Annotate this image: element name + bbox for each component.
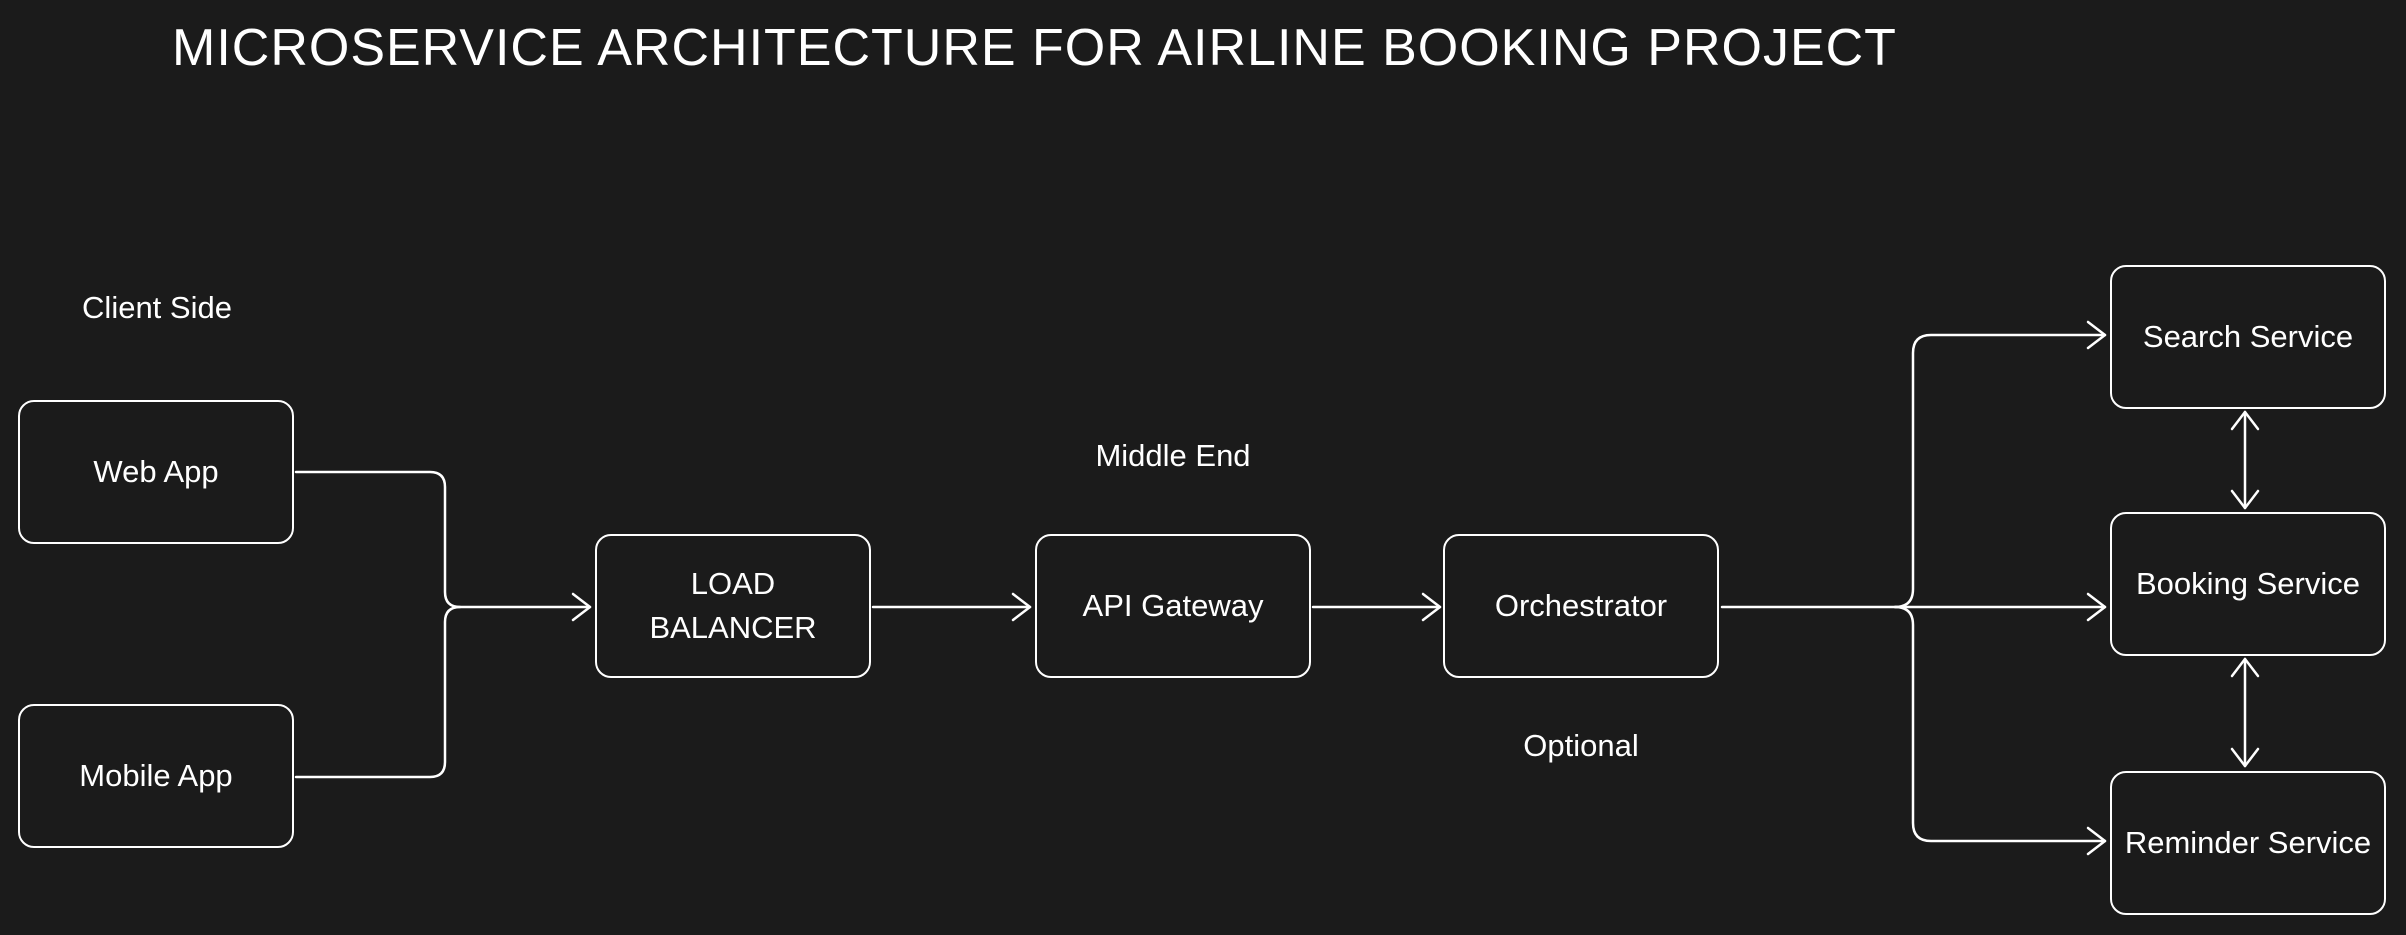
api-gateway-node: API Gateway: [1035, 534, 1311, 678]
arrowhead-booking-service: [2086, 592, 2107, 622]
load-balancer-label-line2: BALANCER: [649, 610, 817, 645]
reminder-service-node: Reminder Service: [2110, 771, 2386, 915]
search-service-node: Search Service: [2110, 265, 2386, 409]
arrowhead-booking-down: [2230, 489, 2260, 510]
web-app-label: Web App: [93, 454, 219, 489]
arrowhead-booking-up: [2230, 657, 2260, 678]
diagram-title: MICROSERVICE ARCHITECTURE FOR AIRLINE BO…: [172, 19, 1897, 77]
web-app-node: Web App: [18, 400, 294, 544]
reminder-service-label: Reminder Service: [2124, 825, 2372, 860]
orchestrator-node: Orchestrator: [1443, 534, 1719, 678]
arrowhead-orchestrator: [1421, 592, 1442, 622]
booking-service-node: Booking Service: [2110, 512, 2386, 656]
edge-web-app-to-load-balancer: [294, 470, 592, 609]
search-service-label: Search Service: [2142, 319, 2354, 354]
arrowhead-api-gateway: [1011, 592, 1032, 622]
load-balancer-label-line1: LOAD: [690, 566, 776, 601]
arrowhead-reminder-service: [2086, 826, 2107, 856]
booking-service-label: Booking Service: [2135, 566, 2360, 601]
load-balancer-node: LOAD BALANCER: [595, 534, 871, 678]
api-gateway-label: API Gateway: [1082, 588, 1264, 623]
edge-mobile-app-to-load-balancer: [294, 605, 462, 779]
middle-end-label: Middle End: [1095, 438, 1251, 473]
client-side-label: Client Side: [82, 290, 232, 325]
arrowhead-search-service: [2086, 320, 2107, 350]
arrowhead-reminder-down: [2230, 747, 2260, 768]
edge-orchestrator-to-reminder: [1893, 605, 2107, 843]
edge-orchestrator-to-search: [1893, 333, 2107, 609]
arrowhead-load-balancer: [571, 592, 592, 622]
mobile-app-label: Mobile App: [79, 758, 233, 793]
orchestrator-label: Orchestrator: [1494, 588, 1668, 623]
optional-label: Optional: [1523, 728, 1639, 763]
mobile-app-node: Mobile App: [18, 704, 294, 848]
arrowhead-search-up: [2230, 410, 2260, 431]
